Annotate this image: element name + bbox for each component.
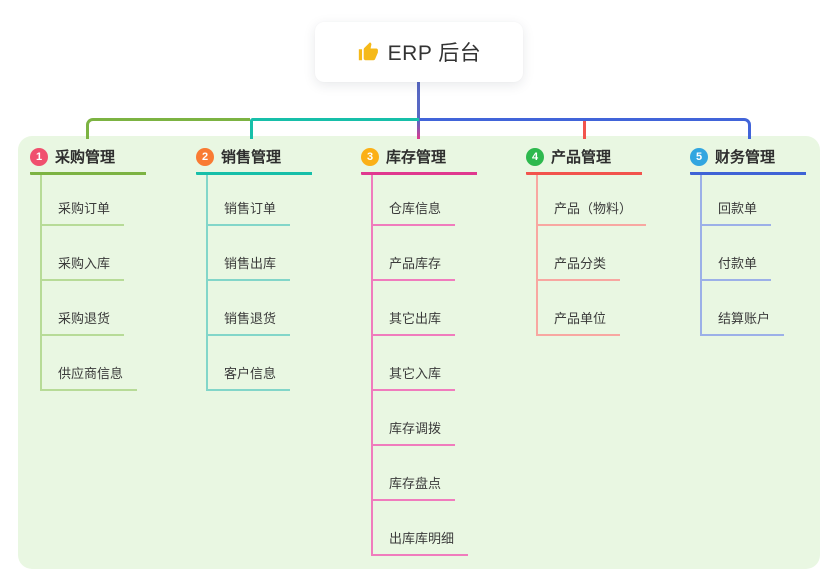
child-node[interactable]: 采购订单 [42, 175, 125, 226]
branch-children: 采购订单采购入库采购退货供应商信息 [40, 175, 146, 391]
child-node[interactable]: 供应商信息 [42, 336, 138, 391]
branch-label: 财务管理 [715, 149, 776, 166]
branch-label: 销售管理 [221, 149, 282, 166]
branch-sales-management: 2 销售管理 销售订单销售出库销售退货客户信息 [196, 146, 312, 391]
child-node[interactable]: 产品库存 [373, 226, 456, 281]
child-node[interactable]: 结算账户 [702, 281, 785, 336]
child-node[interactable]: 产品（物料） [538, 175, 647, 226]
root-node[interactable]: ERP 后台 [315, 22, 523, 82]
branch-node[interactable]: 1 采购管理 [30, 146, 146, 175]
branch-children: 销售订单销售出库销售退货客户信息 [206, 175, 312, 391]
branch-children: 产品（物料）产品分类产品单位 [536, 175, 647, 336]
branches-panel [18, 136, 820, 569]
connector-drop-inventory [417, 121, 420, 139]
child-node[interactable]: 销售退货 [208, 281, 291, 336]
connector-branch-purchase [86, 118, 250, 139]
child-node[interactable]: 其它入库 [373, 336, 456, 391]
child-node[interactable]: 产品单位 [538, 281, 621, 336]
branch-node[interactable]: 2 销售管理 [196, 146, 312, 175]
branch-number-badge: 2 [196, 147, 214, 166]
child-node[interactable]: 出库库明细 [373, 501, 469, 556]
branch-inventory-management: 3 库存管理 仓库信息产品库存其它出库其它入库库存调拨库存盘点出库库明细 [361, 146, 477, 556]
child-node[interactable]: 其它出库 [373, 281, 456, 336]
child-node[interactable]: 采购退货 [42, 281, 125, 336]
branch-node[interactable]: 4 产品管理 [526, 146, 642, 175]
child-node[interactable]: 仓库信息 [373, 175, 456, 226]
branch-label: 产品管理 [551, 149, 612, 166]
branch-label: 采购管理 [55, 149, 116, 166]
connector-branch-sales [250, 118, 419, 139]
branch-finance-management: 5 财务管理 回款单付款单结算账户 [690, 146, 806, 336]
child-node[interactable]: 库存盘点 [373, 446, 456, 501]
child-node[interactable]: 采购入库 [42, 226, 125, 281]
branch-label: 库存管理 [386, 149, 447, 166]
child-node[interactable]: 产品分类 [538, 226, 621, 281]
branch-children: 回款单付款单结算账户 [700, 175, 806, 336]
branch-number-badge: 4 [526, 147, 544, 166]
branch-product-management: 4 产品管理 产品（物料）产品分类产品单位 [526, 146, 647, 336]
connector-right-rail [420, 118, 751, 139]
branch-purchase-management: 1 采购管理 采购订单采购入库采购退货供应商信息 [30, 146, 146, 391]
branch-number-badge: 1 [30, 147, 48, 166]
root-stem-line [417, 82, 420, 121]
child-node[interactable]: 回款单 [702, 175, 772, 226]
child-node[interactable]: 客户信息 [208, 336, 291, 391]
branch-number-badge: 5 [690, 147, 708, 166]
branch-number-badge: 3 [361, 147, 379, 166]
child-node[interactable]: 销售出库 [208, 226, 291, 281]
branch-children: 仓库信息产品库存其它出库其它入库库存调拨库存盘点出库库明细 [371, 175, 477, 556]
branch-node[interactable]: 5 财务管理 [690, 146, 806, 175]
connector-drop-product [583, 121, 586, 139]
child-node[interactable]: 付款单 [702, 226, 772, 281]
branch-node[interactable]: 3 库存管理 [361, 146, 477, 175]
child-node[interactable]: 销售订单 [208, 175, 291, 226]
child-node[interactable]: 库存调拨 [373, 391, 456, 446]
thumbs-up-icon [357, 41, 379, 63]
root-title: ERP 后台 [387, 42, 482, 65]
